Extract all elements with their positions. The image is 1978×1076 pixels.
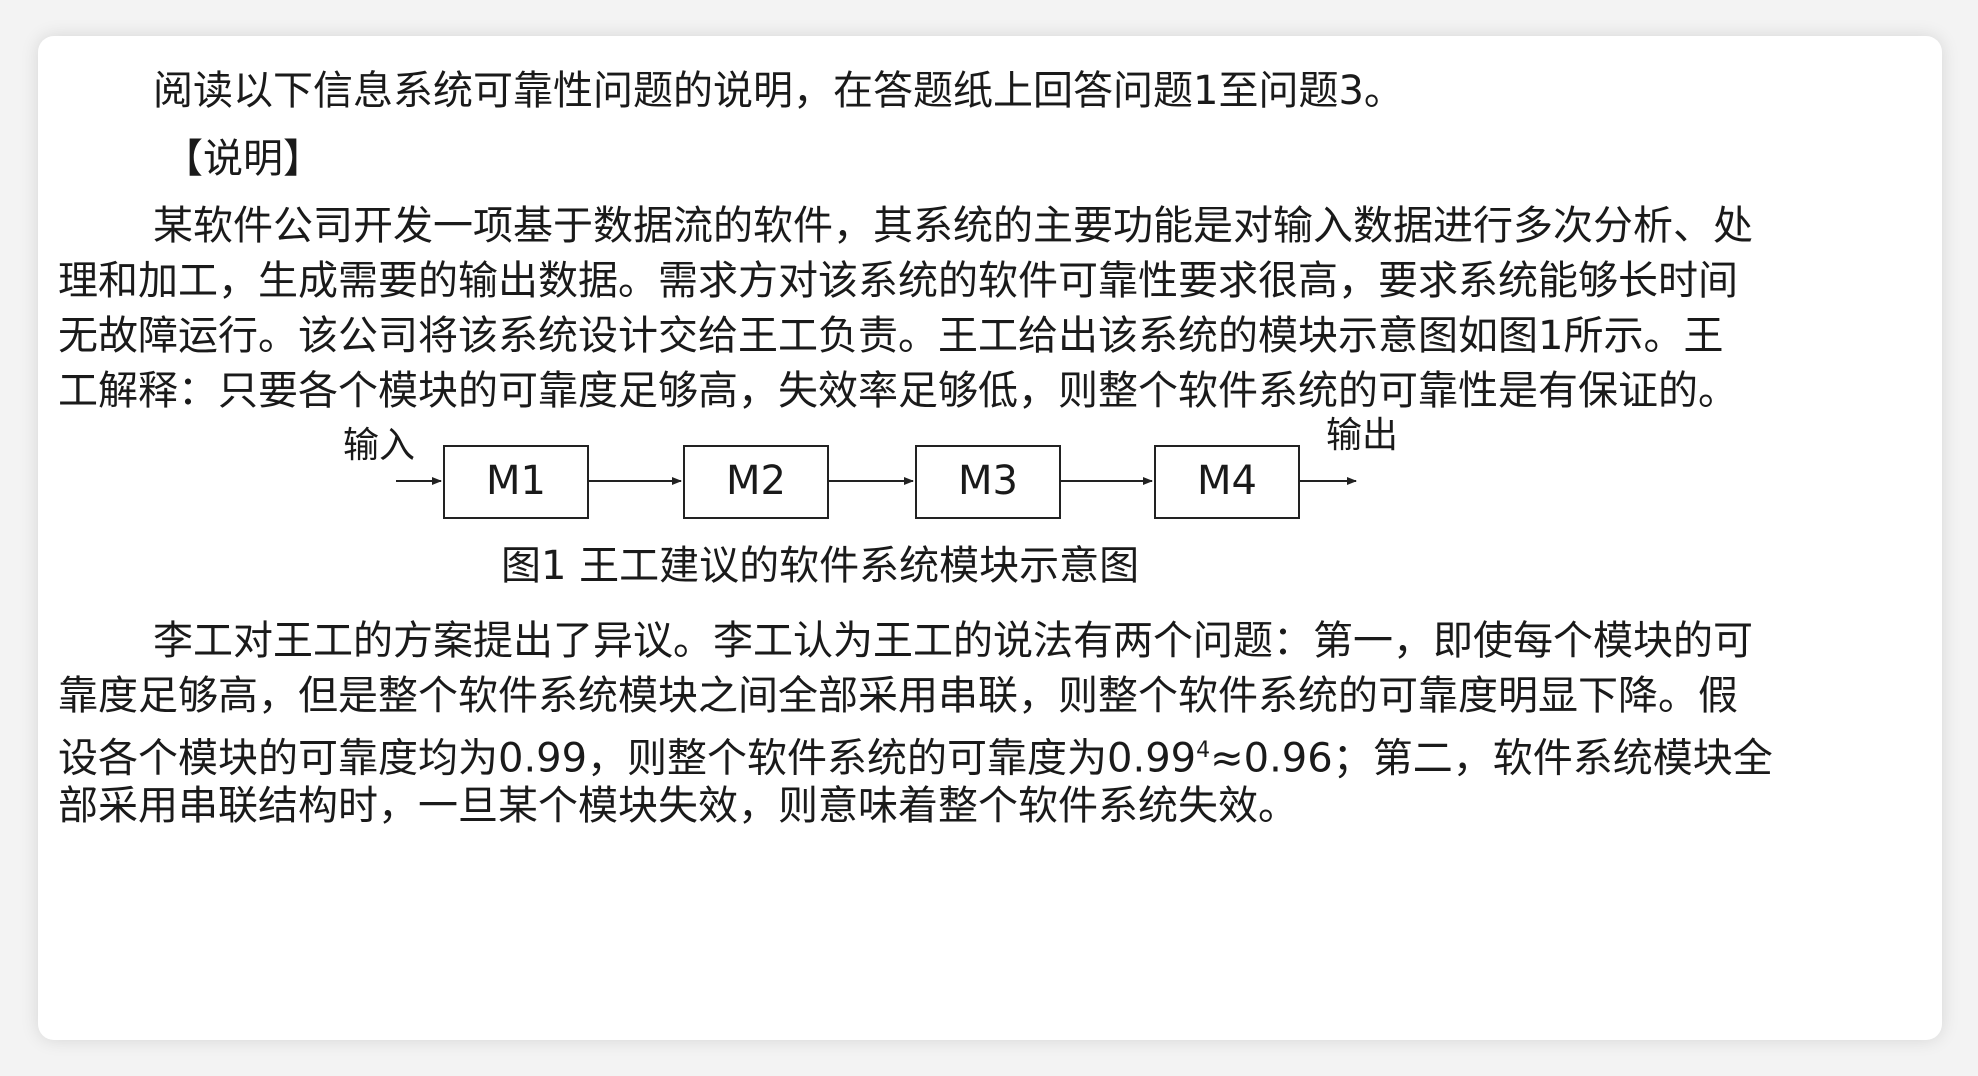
module-label-m2: M2 (726, 458, 786, 504)
module-box-m4 (1154, 445, 1300, 519)
module-box-m3 (915, 445, 1061, 519)
paragraph2-line3-part-a: 设各个模块的可靠度均为0.99，则整个软件系统的可靠度为0.99 (58, 735, 1197, 782)
exponent-superscript: 4 (1196, 738, 1211, 763)
paragraph2-line3-part-b: ≈0.96；第二，软件系统模块全 (1210, 735, 1773, 782)
paragraph2-line2: 靠度足够高，但是整个软件系统模块之间全部采用串联，则整个软件系统的可靠度明显下降… (58, 673, 1738, 719)
intro-text: 阅读以下信息系统可靠性问题的说明，在答题纸上回答问题1至问题3。 (153, 68, 1404, 114)
module-label-m4: M4 (1197, 458, 1257, 504)
input-label: 输入 (343, 425, 415, 466)
output-label: 输出 (1326, 415, 1398, 456)
paragraph1-line3: 无故障运行。该公司将该系统设计交给王工负责。王工给出该系统的模块示意图如图1所示… (58, 313, 1724, 359)
paragraph2-line3: 设各个模块的可靠度均为0.99，则整个软件系统的可靠度为0.994≈0.96；第… (58, 726, 1773, 783)
paragraph2-line4: 部采用串联结构时，一旦某个模块失效，则意味着整个软件系统失效。 (58, 783, 1298, 829)
module-diagram: 输入 输出 M1 M2 M3 M4 (343, 415, 1398, 519)
paragraph1-line2: 理和加工，生成需要的输出数据。需求方对该系统的软件可靠性要求很高，要求系统能够长… (58, 258, 1738, 304)
module-box-m1 (443, 445, 589, 519)
document-page: 阅读以下信息系统可靠性问题的说明，在答题纸上回答问题1至问题3。 【说明】 某软… (38, 36, 1942, 1040)
paragraph2-line1: 李工对王工的方案提出了异议。李工认为王工的说法有两个问题：第一，即使每个模块的可 (153, 618, 1753, 664)
paragraph1-line4: 工解释：只要各个模块的可靠度足够高，失效率足够低，则整个软件系统的可靠性是有保证… (58, 368, 1738, 414)
section-heading: 【说明】 (163, 136, 323, 182)
module-box-m2 (683, 445, 829, 519)
module-label-m3: M3 (958, 458, 1018, 504)
module-label-m1: M1 (486, 458, 546, 504)
figure-caption: 图1 王工建议的软件系统模块示意图 (501, 543, 1140, 589)
paragraph1-line1: 某软件公司开发一项基于数据流的软件，其系统的主要功能是对输入数据进行多次分析、处 (153, 203, 1753, 249)
